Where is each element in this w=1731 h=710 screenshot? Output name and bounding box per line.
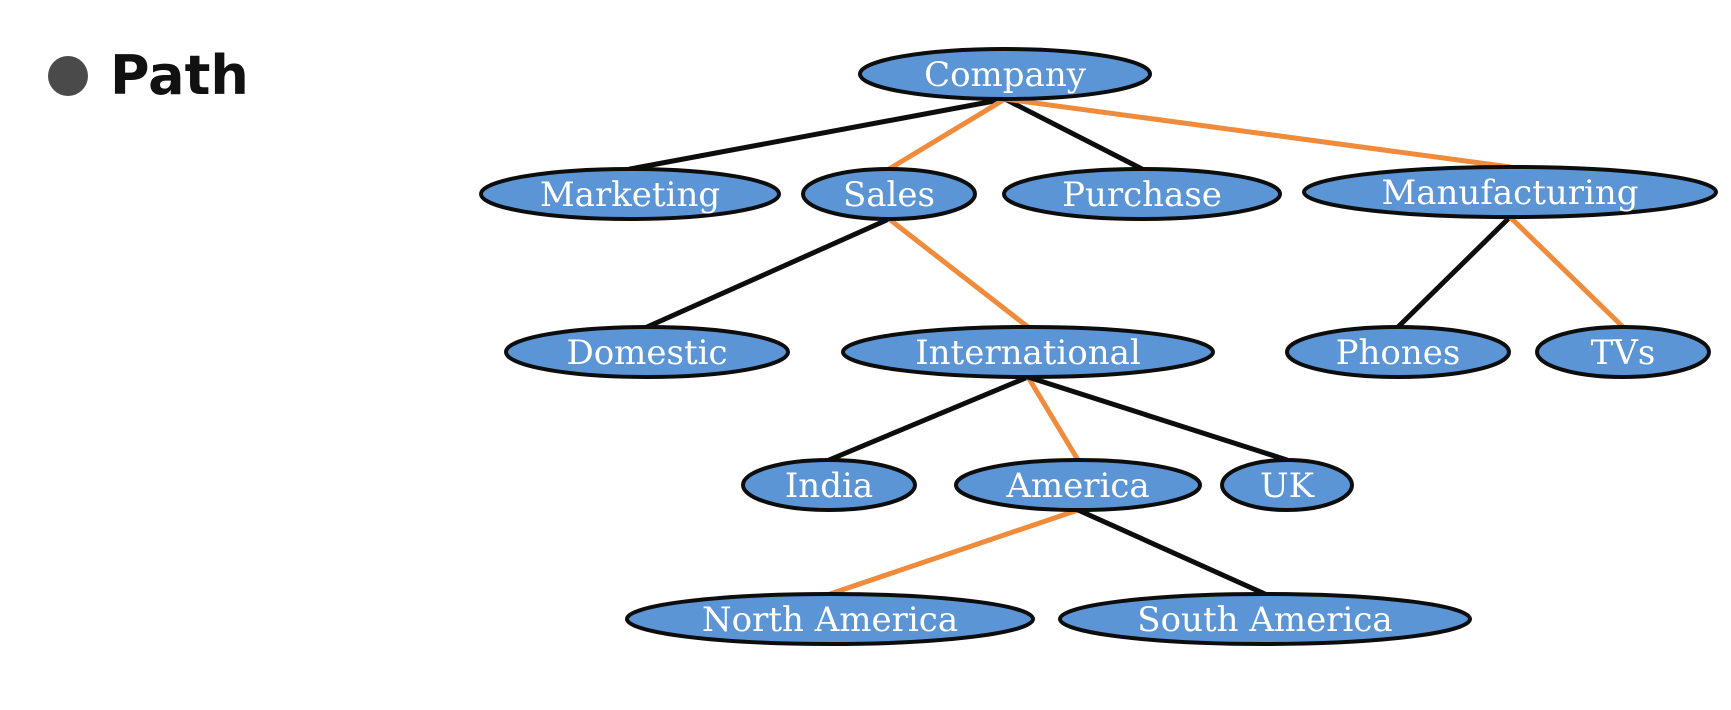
node-label: Company: [924, 55, 1087, 95]
node-ellipse: [741, 458, 917, 512]
bullet-icon: [48, 56, 88, 96]
slide-heading: Path: [48, 36, 249, 116]
node-sales: Sales: [801, 167, 977, 221]
node-company: Company: [858, 47, 1152, 101]
node-purchase: Purchase: [1002, 167, 1282, 221]
node-label: TVs: [1591, 333, 1656, 373]
node-label: Phones: [1336, 333, 1461, 373]
node-label: Purchase: [1062, 175, 1222, 215]
edge-company-to-marketing: [627, 96, 1008, 172]
node-label: International: [915, 333, 1141, 373]
path-edge-international-to-america: [1025, 374, 1081, 463]
node-manufacturing: Manufacturing: [1302, 165, 1718, 219]
path-edge-company-to-sales: [886, 96, 1008, 172]
node-north_america: North America: [625, 592, 1035, 646]
edge-company-to-purchase: [1002, 96, 1145, 172]
node-label: South America: [1137, 600, 1392, 640]
node-ellipse: [1058, 592, 1472, 646]
edge-manufacturing-to-phones: [1395, 214, 1513, 330]
edge-international-to-india: [826, 374, 1031, 463]
node-ellipse: [504, 325, 790, 379]
node-uk: UK: [1220, 458, 1354, 512]
node-label: Marketing: [540, 175, 720, 215]
node-ellipse: [1002, 167, 1282, 221]
node-label: North America: [702, 600, 958, 640]
node-america: America: [954, 458, 1202, 512]
node-ellipse: [1220, 458, 1354, 512]
node-domestic: Domestic: [504, 325, 790, 379]
node-ellipse: [479, 167, 781, 221]
path-edge-manufacturing-to-tvs: [1507, 214, 1626, 330]
node-ellipse: [1285, 325, 1511, 379]
node-ellipse: [841, 325, 1215, 379]
node-india: India: [741, 458, 917, 512]
node-south_america: South America: [1058, 592, 1472, 646]
heading-title: Path: [110, 44, 249, 107]
edge-sales-to-domestic: [644, 216, 892, 330]
node-ellipse: [625, 592, 1035, 646]
node-label: UK: [1260, 466, 1315, 506]
path-edge-company-to-manufacturing: [1002, 96, 1513, 170]
node-phones: Phones: [1285, 325, 1511, 379]
node-label: America: [1005, 466, 1149, 506]
node-label: Manufacturing: [1381, 173, 1638, 213]
node-international: International: [841, 325, 1215, 379]
node-ellipse: [858, 47, 1152, 101]
path-edge-america-to-north_america: [827, 507, 1081, 597]
node-marketing: Marketing: [479, 167, 781, 221]
node-ellipse: [801, 167, 977, 221]
edge-america-to-south_america: [1075, 507, 1268, 597]
edge-layer: [627, 96, 1626, 597]
node-ellipse: [1535, 325, 1711, 379]
node-tvs: TVs: [1535, 325, 1711, 379]
node-ellipse: [954, 458, 1202, 512]
node-label: Sales: [843, 175, 935, 215]
path-edge-sales-to-international: [886, 216, 1031, 330]
node-label: India: [785, 466, 873, 506]
edge-international-to-uk: [1025, 374, 1290, 463]
node-label: Domestic: [566, 333, 727, 373]
node-ellipse: [1302, 165, 1718, 219]
